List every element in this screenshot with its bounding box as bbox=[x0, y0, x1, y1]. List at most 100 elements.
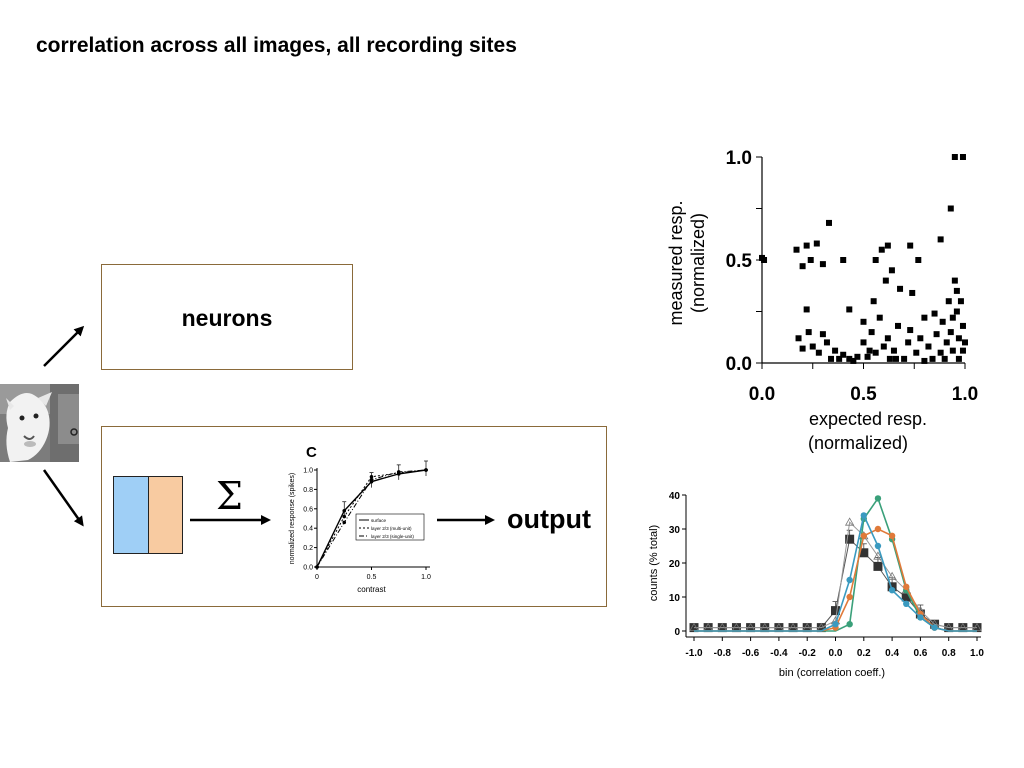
y-axis-label-line2: (normalized) bbox=[688, 213, 708, 313]
x-tick-label: 0.5 bbox=[367, 574, 377, 581]
data-point bbox=[925, 343, 932, 350]
data-point bbox=[913, 349, 920, 356]
y-axis-label: normalized response (spikes) bbox=[289, 473, 296, 564]
data-point bbox=[424, 468, 428, 472]
legend-label: layer 2/3 (single-unit) bbox=[371, 534, 414, 539]
data-point bbox=[880, 343, 887, 350]
arrow-to-neurons bbox=[43, 325, 85, 367]
data-point bbox=[884, 335, 891, 342]
goat-photo bbox=[0, 384, 79, 462]
x-tick-label: 0.4 bbox=[885, 648, 899, 659]
data-point bbox=[864, 353, 871, 360]
data-point bbox=[342, 514, 347, 519]
x-tick-label: 1.0 bbox=[952, 384, 978, 405]
legend-label: surface bbox=[371, 518, 387, 523]
data-point bbox=[888, 587, 896, 594]
receptive-field-right bbox=[148, 476, 183, 554]
data-point bbox=[959, 347, 966, 354]
data-point bbox=[873, 551, 883, 560]
data-point bbox=[315, 565, 319, 569]
data-point bbox=[888, 267, 895, 274]
x-axis-label-line2: (normalized) bbox=[808, 433, 908, 453]
x-axis-label-line1: expected resp. bbox=[809, 409, 927, 429]
x-tick-label: 1.0 bbox=[421, 574, 431, 581]
data-point bbox=[795, 335, 802, 342]
legend-box bbox=[355, 513, 425, 541]
data-point bbox=[860, 532, 867, 539]
data-point bbox=[887, 582, 897, 592]
data-point bbox=[959, 322, 966, 329]
data-point bbox=[836, 355, 843, 362]
output-label: output bbox=[507, 504, 591, 534]
panel-label: C bbox=[306, 444, 317, 461]
legend-label: layer 2/3 (multi-unit) bbox=[371, 526, 412, 531]
data-point bbox=[369, 477, 374, 482]
y-tick-label: 0 bbox=[674, 627, 680, 638]
data-point bbox=[860, 318, 867, 325]
sum-symbol: Σ bbox=[216, 474, 243, 518]
data-point bbox=[872, 257, 879, 263]
data-point bbox=[921, 357, 928, 364]
data-point bbox=[907, 327, 914, 334]
data-point bbox=[850, 357, 857, 364]
data-point bbox=[825, 219, 832, 226]
data-point bbox=[860, 512, 867, 519]
y-tick-label: 0.0 bbox=[303, 565, 313, 572]
data-point bbox=[929, 355, 936, 362]
data-point bbox=[840, 257, 847, 263]
data-point bbox=[872, 349, 879, 356]
data-point bbox=[846, 576, 853, 584]
data-point bbox=[342, 520, 347, 525]
data-point bbox=[819, 261, 826, 268]
data-point bbox=[846, 621, 853, 628]
data-point bbox=[937, 236, 944, 243]
data-point bbox=[892, 355, 899, 362]
data-point bbox=[761, 257, 768, 263]
data-point bbox=[947, 205, 954, 212]
data-point bbox=[921, 314, 928, 321]
data-point bbox=[845, 534, 855, 544]
data-point bbox=[917, 614, 924, 621]
data-point bbox=[809, 343, 816, 350]
data-point bbox=[955, 355, 962, 362]
data-point bbox=[840, 351, 847, 358]
data-point bbox=[897, 285, 904, 292]
model-box bbox=[101, 426, 607, 607]
data-point bbox=[874, 525, 882, 533]
data-point bbox=[945, 298, 952, 305]
x-tick-label: -0.4 bbox=[770, 648, 788, 659]
data-point bbox=[887, 571, 897, 580]
data-point bbox=[854, 353, 861, 360]
data-point bbox=[805, 329, 812, 336]
data-point bbox=[886, 355, 893, 362]
y-tick-label: 20 bbox=[669, 559, 681, 570]
data-point bbox=[917, 335, 924, 342]
data-point bbox=[873, 561, 883, 571]
series-line bbox=[694, 521, 977, 629]
data-point bbox=[943, 339, 950, 346]
data-point bbox=[874, 495, 882, 502]
data-point bbox=[803, 306, 810, 313]
data-point bbox=[799, 263, 806, 270]
data-point bbox=[949, 347, 956, 354]
y-tick-label: 1.0 bbox=[726, 148, 752, 169]
data-point bbox=[931, 310, 938, 317]
data-point bbox=[831, 606, 840, 616]
x-tick-label: 0 bbox=[315, 574, 319, 581]
data-point bbox=[866, 347, 873, 354]
data-point bbox=[953, 308, 960, 315]
x-tick-label: 1.0 bbox=[970, 648, 984, 659]
x-tick-label: -0.2 bbox=[799, 648, 817, 659]
data-point bbox=[846, 355, 853, 362]
y-tick-label: 10 bbox=[669, 593, 681, 604]
data-point bbox=[907, 242, 914, 249]
data-point bbox=[915, 257, 922, 263]
y-tick-label: 0.0 bbox=[726, 354, 752, 375]
data-point bbox=[870, 298, 877, 305]
data-point bbox=[878, 246, 885, 253]
data-point bbox=[860, 339, 867, 346]
x-tick-label: 0.0 bbox=[829, 648, 843, 659]
